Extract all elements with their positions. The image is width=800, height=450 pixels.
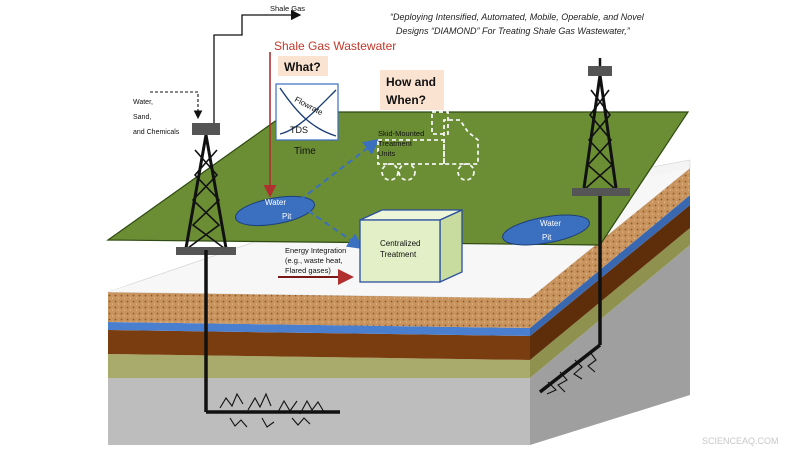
header-quote-line1: “Deploying Intensified, Automated, Mobil… bbox=[390, 12, 645, 22]
what-label: What? bbox=[284, 60, 321, 74]
centralized-label-line1: Centralized bbox=[380, 239, 420, 248]
skid-label-line2: Treatment bbox=[378, 139, 413, 148]
sand-layer-front bbox=[108, 292, 530, 328]
energy-label-line3: Flared gases) bbox=[285, 266, 331, 275]
water-pit-right-line1: Water bbox=[540, 219, 561, 228]
flowrate-tds-graph: Flowrate TDS Time bbox=[275, 83, 339, 157]
how-when-label-bg bbox=[380, 70, 444, 110]
inputs-label-line2: Sand, bbox=[133, 114, 151, 121]
left-drilling-rig bbox=[176, 123, 340, 428]
skid-label-line1: Skid-Mounted bbox=[378, 129, 424, 138]
wastewater-title: Shale Gas Wastewater bbox=[274, 39, 396, 53]
inputs-label-line1: Water, bbox=[133, 99, 153, 106]
what-label-bg bbox=[278, 56, 328, 76]
inputs-flow: Water, Sand, and Chemicals bbox=[133, 91, 203, 136]
sand-layer-side bbox=[530, 168, 690, 328]
tds-label: TDS bbox=[290, 125, 308, 135]
pit-to-skid-arrow bbox=[299, 138, 380, 201]
water-pit-left bbox=[235, 195, 315, 227]
blue-aquifer-front bbox=[108, 322, 530, 336]
shale-gas-flow: Shale Gas bbox=[213, 4, 305, 123]
energy-integration: Energy Integration (e.g., waste heat, Fl… bbox=[278, 246, 354, 285]
inputs-label-line3: and Chemicals bbox=[133, 129, 180, 136]
water-pit-left-line1: Water bbox=[265, 198, 286, 207]
olive-layer-front bbox=[108, 354, 530, 378]
time-label: Time bbox=[294, 146, 316, 157]
olive-layer-side bbox=[530, 228, 690, 378]
deep-rock-side bbox=[530, 245, 690, 445]
water-pit-left-line2: Pit bbox=[282, 212, 292, 221]
energy-label-line1: Energy Integration bbox=[285, 246, 346, 255]
blue-aquifer-side bbox=[530, 195, 690, 336]
brown-layer-front bbox=[108, 330, 530, 360]
brown-layer-side bbox=[530, 205, 690, 360]
right-drilling-rig bbox=[538, 58, 630, 395]
header-quote-line2: Designs “DIAMOND” For Treating Shale Gas… bbox=[396, 26, 631, 36]
water-pit-right bbox=[502, 214, 590, 246]
skid-label-line3: Units bbox=[378, 149, 395, 158]
energy-label-line2: (e.g., waste heat, bbox=[285, 256, 343, 265]
skid-mounted-truck bbox=[377, 111, 479, 181]
shale-gas-label: Shale Gas bbox=[270, 4, 305, 13]
how-when-line2: When? bbox=[386, 93, 426, 107]
how-when-line1: How and bbox=[386, 75, 436, 89]
water-pit-right-line2: Pit bbox=[542, 233, 552, 242]
watermark: SCIENCEAQ.COM bbox=[702, 436, 779, 446]
centralized-label-line2: Treatment bbox=[380, 250, 417, 259]
pit-to-centralized-arrow bbox=[299, 204, 364, 250]
centralized-treatment-box: Centralized Treatment bbox=[359, 208, 463, 284]
